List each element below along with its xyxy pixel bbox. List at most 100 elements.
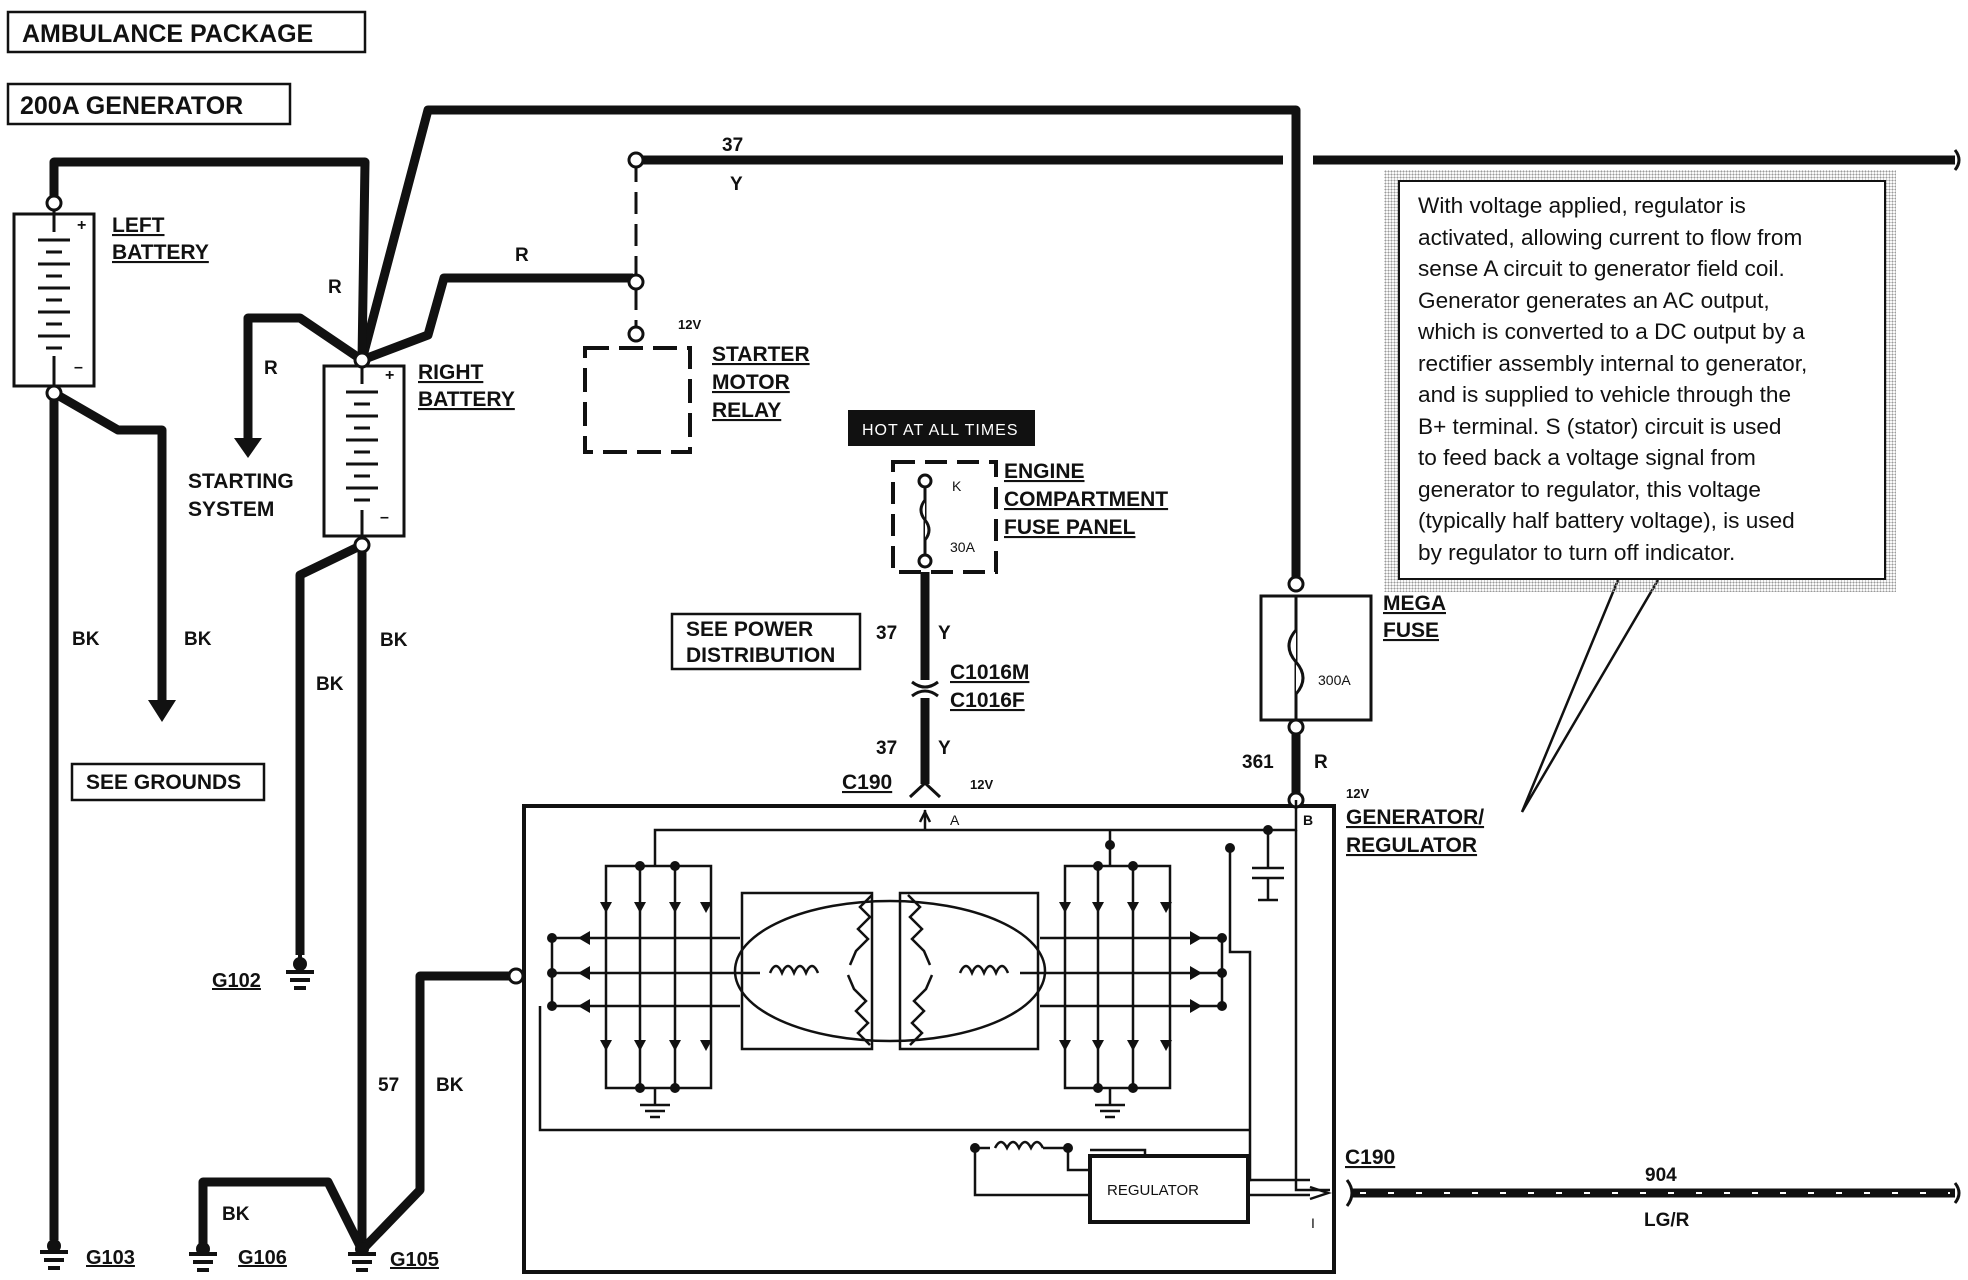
hot-at-all-times-label: HOT AT ALL TIMES — [862, 422, 1019, 439]
description-line: (typically half battery voltage), is use… — [1418, 508, 1795, 533]
wire-label-37-mid: 37 — [876, 623, 897, 644]
c190-mark-37 — [908, 780, 942, 799]
rectifier-diodes-left — [578, 902, 712, 1051]
description-line: to feed back a voltage signal from — [1418, 445, 1756, 470]
generator-regulator-box: REGULATOR A B I — [507, 791, 1336, 1274]
generator-regulator-label-1: GENERATOR/ — [1346, 806, 1484, 829]
wire-label-r-starting: R — [264, 358, 278, 379]
description-line: rectifier assembly internal to generator… — [1418, 350, 1808, 376]
ground-g106: G106 — [238, 1247, 287, 1269]
wire-label-57: 57 — [378, 1075, 399, 1096]
wire-label-bk-4: BK — [316, 674, 344, 695]
description-line: which is converted to a DC output by a — [1418, 319, 1805, 344]
wire-labels: 37 Y R R R BK BK BK BK BK BK 57 37 Y 37 … — [72, 135, 1690, 1231]
starter-relay-label-1: STARTER — [712, 343, 810, 366]
starting-system-label-2: SYSTEM — [188, 498, 274, 521]
ground-g102: G102 — [212, 970, 261, 992]
starting-system-label-1: STARTING — [188, 470, 294, 493]
wire-b-plus-main — [357, 105, 1301, 584]
volt-label-generator: 12V — [1346, 786, 1369, 801]
starter-relay-label-2: MOTOR — [712, 371, 790, 394]
left-battery-label-1: LEFT — [112, 214, 165, 237]
description-line: sense A circuit to generator field coil. — [1418, 256, 1785, 281]
wire-bk-see-grounds — [51, 389, 167, 700]
wire-label-bk-2: BK — [184, 629, 212, 650]
wire-label-bk-5: BK — [222, 1204, 250, 1225]
title-ambulance-package: AMBULANCE PACKAGE — [6, 10, 367, 54]
fuse-panel-label-3: FUSE PANEL — [1004, 516, 1136, 539]
see-power-distribution-1: SEE POWER — [686, 618, 813, 641]
right-battery-label-2: BATTERY — [418, 388, 515, 411]
ground-g105: G105 — [390, 1249, 439, 1271]
wire-label-37-low: 37 — [876, 738, 897, 759]
description-line: by regulator to turn off indicator. — [1418, 539, 1736, 565]
connector-c190-904: C190 — [1345, 1146, 1395, 1169]
mega-fuse-label-1: MEGA — [1383, 592, 1446, 615]
left-battery-label-2: BATTERY — [112, 241, 209, 264]
ground-labels: G102 G103 G106 G105 — [86, 970, 439, 1271]
fuse-k-label: K — [952, 478, 962, 494]
break-mark-904 — [1953, 1182, 1961, 1204]
volt-label-c190: 12V — [970, 777, 993, 792]
wire-r-starting-system — [243, 313, 365, 438]
wire-g106 — [198, 1177, 367, 1255]
description-line: With voltage applied, regulator is — [1418, 193, 1746, 218]
wire-label-r-361: R — [1314, 752, 1328, 773]
wire-g102 — [295, 540, 364, 955]
wire-label-lg-r: LG/R — [1644, 1210, 1690, 1231]
heavy-wires — [49, 105, 1955, 1255]
wire-57-bk — [358, 971, 516, 1254]
title-generator-text: 200A GENERATOR — [20, 92, 243, 120]
connector-c1016f: C1016F — [950, 689, 1025, 712]
arrow-see-grounds — [148, 700, 176, 722]
wire-label-bk-1: BK — [72, 629, 100, 650]
ground-caps — [47, 957, 369, 1256]
svg-text:+: + — [77, 217, 86, 234]
right-battery: + – — [322, 351, 406, 554]
svg-text:+: + — [385, 367, 394, 384]
wire-label-r-battery: R — [328, 277, 342, 298]
description-callout: With voltage applied, regulator is activ… — [1398, 180, 1886, 580]
fuse-panel-label-1: ENGINE — [1004, 460, 1085, 483]
wire-r-starter-relay — [360, 273, 633, 365]
see-grounds-box — [70, 762, 266, 802]
engine-compartment-fuse-panel: HOT AT ALL TIMES K 30A — [848, 410, 1035, 574]
component-labels: LEFT BATTERY RIGHT BATTERY STARTING SYST… — [70, 214, 1484, 1169]
see-power-distribution-box — [670, 612, 862, 671]
starter-relay-label-3: RELAY — [712, 399, 781, 422]
connector-c190-generator: C190 — [842, 771, 892, 794]
ground-g103: G103 — [86, 1247, 135, 1269]
description-line: activated, allowing current to flow from — [1418, 224, 1803, 250]
junction-dots — [547, 825, 1273, 1153]
right-battery-label-1: RIGHT — [418, 361, 484, 384]
title-200a-generator: 200A GENERATOR — [6, 82, 292, 126]
generator-regulator-label-2: REGULATOR — [1346, 834, 1477, 857]
description-line: Generator generates an AC output, — [1418, 287, 1770, 313]
see-grounds-label: SEE GROUNDS — [86, 771, 241, 794]
terminal-a: A — [950, 812, 960, 828]
title-package-text: AMBULANCE PACKAGE — [22, 20, 313, 48]
mega-fuse: 300A — [1259, 575, 1373, 736]
mega-fuse-rating: 300A — [1318, 672, 1351, 688]
break-mark-37 — [1953, 149, 1961, 171]
c190-mark-904 — [1345, 1179, 1354, 1207]
connector-mark-top — [911, 680, 939, 689]
callout-pointer — [1520, 579, 1660, 813]
connector-c1016m: C1016M — [950, 661, 1029, 684]
svg-text:–: – — [74, 359, 83, 376]
wire-left-battery-positive — [49, 157, 370, 361]
mega-fuse-label-2: FUSE — [1383, 619, 1439, 642]
wire-label-r-relay: R — [515, 245, 529, 266]
wire-label-y-top: Y — [730, 174, 743, 195]
wire-label-y-mid: Y — [938, 623, 951, 644]
wire-label-904: 904 — [1645, 1165, 1677, 1186]
starter-motor-relay — [583, 151, 692, 454]
volt-label-relay: 12V — [678, 317, 701, 332]
regulator-box — [1088, 1154, 1250, 1224]
svg-text:–: – — [380, 509, 389, 526]
wire-label-bk-3: BK — [380, 630, 408, 651]
left-battery: + – — [12, 194, 96, 402]
connector-mark-bottom — [911, 689, 939, 698]
regulator-label: REGULATOR — [1107, 1182, 1199, 1199]
